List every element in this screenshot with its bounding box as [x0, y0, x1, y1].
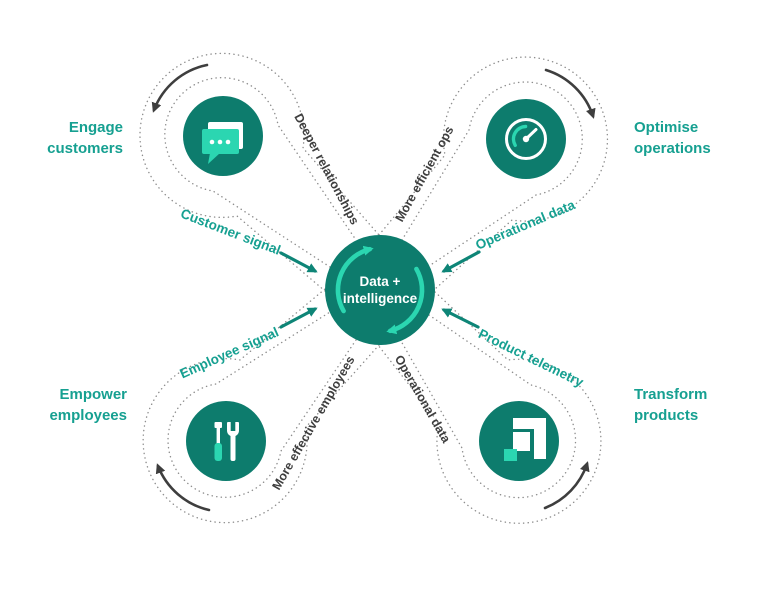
chat-icon — [202, 122, 243, 164]
empower-employees-label-line1: Empower — [59, 386, 127, 403]
operational-data-top-label: Operational data — [473, 197, 577, 253]
product-telemetry-arrow-icon — [441, 308, 480, 329]
loop-direction-arrows — [151, 63, 596, 512]
more-effective-employees-label: More effective employees — [269, 354, 357, 493]
flow-arrows — [279, 250, 481, 329]
customer-signal-label: Customer signal — [179, 206, 283, 258]
node-transform-products: Transform products — [479, 386, 707, 481]
loop-optimise-inner — [401, 81, 583, 267]
loop-engage-outer — [139, 52, 380, 292]
loop-empower-outer — [142, 288, 380, 524]
cycle-icon — [335, 245, 425, 335]
node-engage-customers: Engage customers — [47, 96, 263, 176]
tools-icon — [214, 421, 239, 461]
empower-circle — [186, 401, 266, 481]
dotted-loop-paths — [139, 52, 609, 524]
employee-signal-label: Employee signal — [177, 324, 280, 381]
rotation-arrow-optimise-icon — [544, 68, 596, 119]
hub-label-line1: Data + — [360, 274, 401, 289]
employee-signal-arrow-icon — [279, 307, 318, 329]
node-empower-employees: Empower employees — [49, 386, 266, 481]
loop-empower-inner — [167, 311, 357, 498]
operational-data-top-arrow-icon — [441, 250, 481, 273]
empower-employees-label-line2: employees — [49, 407, 127, 424]
optimise-operations-label-line1: Optimise — [634, 119, 698, 136]
loop-transform-outer — [377, 291, 602, 524]
engage-customers-label-line1: Engage — [69, 119, 123, 136]
gauge-icon — [505, 118, 547, 160]
hub-label-line2: intelligence — [343, 291, 418, 306]
customer-signal-arrow-icon — [279, 251, 318, 273]
rotation-arrow-transform-icon — [543, 461, 590, 510]
engage-customers-label-line2: customers — [47, 140, 123, 157]
hub-data-intelligence: Data + intelligence — [325, 235, 435, 345]
optimise-operations-label-line2: operations — [634, 140, 711, 157]
loop-transform-inner — [400, 314, 577, 499]
rotation-arrow-engage-icon — [151, 63, 209, 113]
rotation-arrow-empower-icon — [155, 463, 211, 512]
product-telemetry-label: Product telemetry — [476, 326, 586, 390]
hub-circle — [325, 235, 435, 345]
operational-data-bottom-label: Operational data — [392, 353, 454, 446]
node-optimise-operations: Optimise operations — [486, 99, 711, 179]
deeper-relationships-label: Deeper relationships — [291, 111, 361, 227]
loop-optimise-outer — [378, 56, 609, 290]
nested-squares-icon — [504, 418, 546, 461]
more-efficient-ops-label: More efficient ops — [392, 124, 456, 224]
transform-products-label-line1: Transform — [634, 386, 707, 403]
transform-products-label-line2: products — [634, 407, 698, 424]
